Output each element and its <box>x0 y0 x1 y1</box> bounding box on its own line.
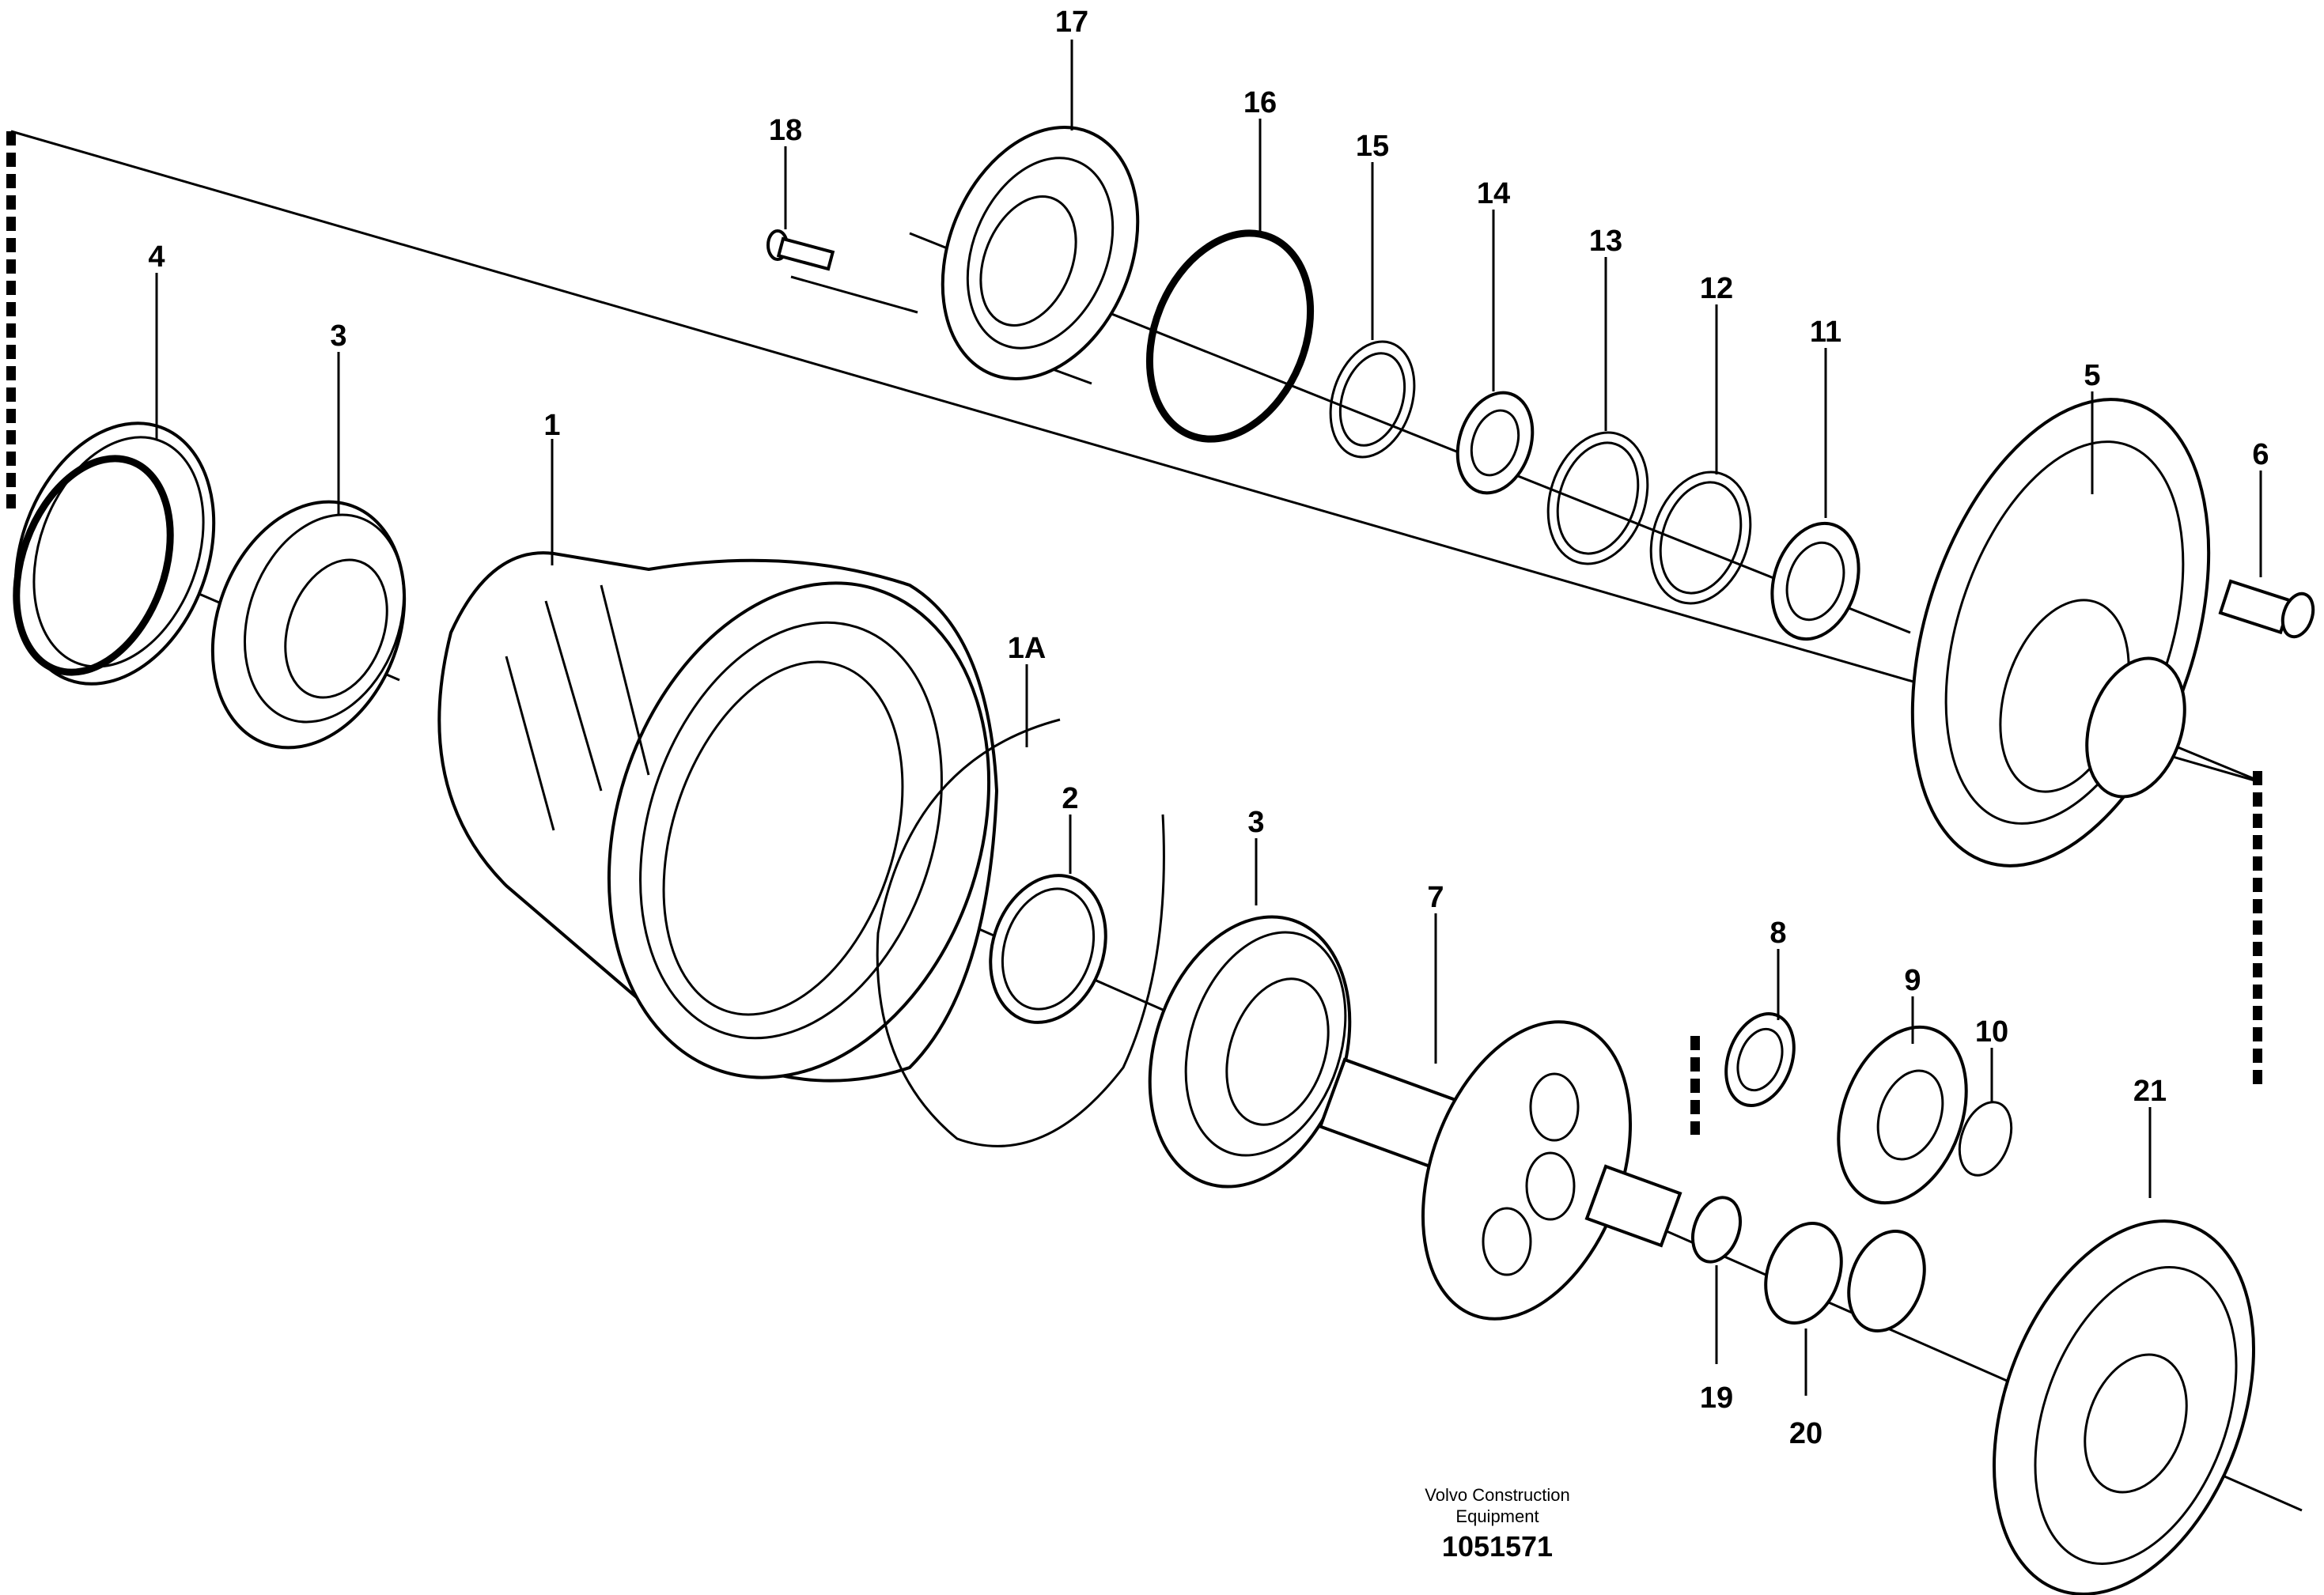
part-12-lock-ring <box>1649 471 1752 605</box>
callout-labels: 1 1A 2 3 3 4 5 6 7 8 9 10 11 12 13 14 15… <box>148 6 2269 1450</box>
part-14-nut <box>1455 391 1535 495</box>
part-1a-snap-ring <box>876 718 1165 1147</box>
part-5-wheel-flange <box>1910 398 2211 867</box>
callout-3-upper: 3 <box>330 319 346 353</box>
callout-19: 19 <box>1700 1381 1733 1415</box>
part-1-hub-housing <box>437 551 999 1083</box>
assembly-frame <box>6 130 2262 1135</box>
callout-1: 1 <box>543 409 560 442</box>
callout-21: 21 <box>2133 1075 2167 1108</box>
part-15-circlip <box>1329 340 1416 459</box>
part-18-bolt <box>766 229 835 271</box>
callout-11: 11 <box>1810 316 1841 349</box>
caption-line-2: Equipment <box>1455 1506 1539 1526</box>
callout-20: 20 <box>1789 1417 1822 1450</box>
callout-18: 18 <box>769 114 802 147</box>
callout-10: 10 <box>1975 1015 2008 1049</box>
callout-3-lower: 3 <box>1247 806 1264 839</box>
callout-16: 16 <box>1243 86 1277 119</box>
part-9-planet-gear <box>1837 1025 1968 1205</box>
part-20-sun-gear <box>1764 1222 1926 1332</box>
part-11-washer <box>1770 521 1860 641</box>
callout-15: 15 <box>1356 130 1389 163</box>
part-21-brake-drum <box>1993 1219 2255 1595</box>
callout-1a: 1A <box>1008 632 1047 665</box>
caption: Volvo Construction Equipment 1051571 <box>1425 1485 1569 1563</box>
callout-4: 4 <box>148 240 165 274</box>
part-3-bearing-upper <box>210 500 407 750</box>
part-4-seal <box>13 421 216 686</box>
part-13-lock-ring <box>1546 431 1649 565</box>
callout-12: 12 <box>1700 272 1733 305</box>
callout-6: 6 <box>2252 438 2269 471</box>
part-17-cover <box>941 126 1140 380</box>
caption-number: 1051571 <box>1442 1530 1553 1563</box>
part-2-ring <box>989 874 1107 1024</box>
part-10-circlip <box>1958 1101 2013 1177</box>
callout-7: 7 <box>1427 881 1444 914</box>
part-8-needle-bearing <box>1724 1011 1796 1108</box>
part-7-planet-carrier <box>1318 1020 1682 1321</box>
callout-2: 2 <box>1062 782 1078 815</box>
part-6-stud <box>2218 579 2315 639</box>
part-16-o-ring <box>1145 229 1315 443</box>
callout-8: 8 <box>1769 917 1786 950</box>
part-19-washer <box>1691 1196 1742 1264</box>
center-axis-lines <box>31 232 2303 1512</box>
callout-13: 13 <box>1589 225 1622 258</box>
callout-9: 9 <box>1904 964 1921 997</box>
leader-lines <box>155 40 2262 1396</box>
callout-5: 5 <box>2084 359 2100 392</box>
part-3-bearing-lower <box>1148 915 1352 1189</box>
callout-17: 17 <box>1055 6 1088 39</box>
callout-14: 14 <box>1477 177 1510 210</box>
caption-line-1: Volvo Construction <box>1425 1485 1569 1505</box>
